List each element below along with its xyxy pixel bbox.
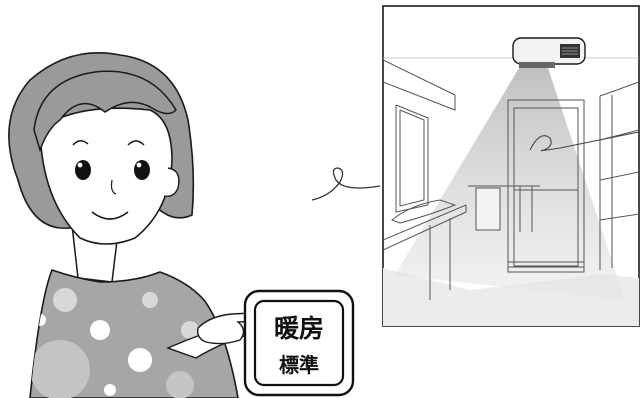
- button-inner-frame: [253, 299, 345, 387]
- woman-figure: [8, 52, 276, 398]
- air-swirl-room: [529, 131, 639, 152]
- button-label-heating: 暖房: [274, 314, 324, 343]
- nose: [110, 179, 117, 195]
- left-eye: [75, 160, 91, 180]
- mouth: [91, 211, 129, 220]
- ceiling-heater: [512, 37, 586, 68]
- left-brow: [72, 140, 89, 146]
- towel-rack: [468, 185, 540, 232]
- button-label-standard: 標準: [279, 353, 319, 377]
- air-swirl-connector: [311, 167, 381, 201]
- warm-airflow: [395, 68, 625, 300]
- heating-mode-button[interactable]: 暖房 標準: [243, 289, 355, 397]
- shirt-dots: [30, 288, 199, 398]
- bathroom-panel: [382, 5, 640, 327]
- right-eye: [134, 160, 150, 180]
- hair-bangs: [33, 70, 177, 153]
- vanity-left: [383, 59, 467, 300]
- right-brow: [127, 140, 145, 146]
- ear: [163, 167, 180, 198]
